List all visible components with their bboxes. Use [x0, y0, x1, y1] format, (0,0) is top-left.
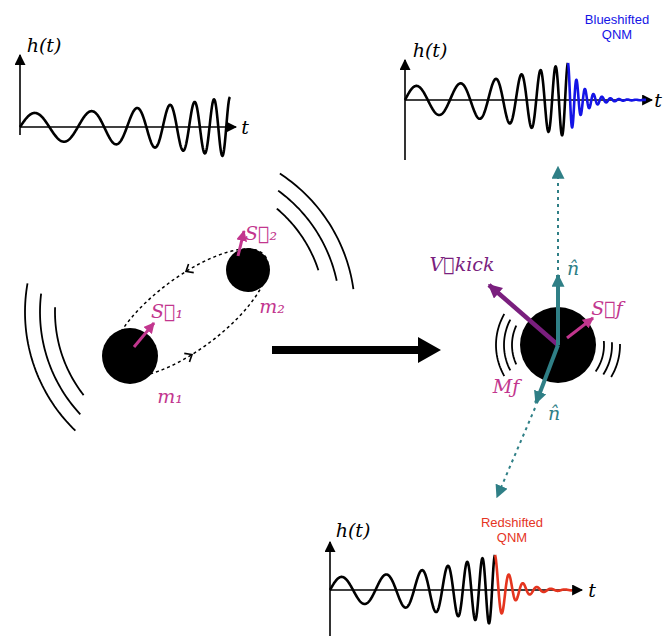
- blueshifted-ringdown: [568, 63, 646, 127]
- inspiral-waveform: [405, 63, 568, 135]
- spin-label: S⃗₂: [245, 223, 277, 244]
- axis-label: h(t): [27, 35, 62, 56]
- orbit-direction: [184, 350, 194, 362]
- black-hole-shape: [520, 307, 596, 383]
- gw-wavefront: [25, 283, 75, 430]
- direction-vector: [556, 275, 560, 345]
- ringdown-wavefront: [611, 344, 620, 377]
- kick-label: V⃗kick: [430, 254, 495, 275]
- black-hole-shape: [226, 248, 270, 292]
- primary-black-hole: m₁: [102, 328, 158, 384]
- axis-label: t: [241, 117, 249, 138]
- ringdown-wavefront: [496, 314, 504, 376]
- direction-label: n̂: [567, 258, 579, 279]
- axis-label: t: [588, 580, 596, 601]
- ringdown-label: Blueshifted QNM: [573, 13, 661, 43]
- spin-vector: [134, 323, 154, 347]
- axis-label: t: [654, 90, 662, 111]
- inspiral-waveform: [20, 97, 230, 156]
- orbit-direction: [183, 264, 193, 276]
- ringdown-label: Redshifted QNM: [470, 516, 554, 546]
- mass-label: m₂: [259, 296, 285, 317]
- gw-wavefront: [277, 209, 319, 271]
- transition-arrow: [272, 337, 441, 363]
- line-of-sight: [557, 167, 559, 270]
- strain-axis: [404, 60, 406, 160]
- redshifted-ringdown: [495, 555, 572, 613]
- line-of-sight: [497, 408, 535, 497]
- strain-axis: [19, 55, 21, 135]
- spin-label: S⃗f: [591, 298, 622, 319]
- black-hole-shape: [102, 328, 158, 384]
- gw-wavefront: [280, 174, 354, 289]
- spin-vector: [238, 231, 244, 256]
- event-horizon: [226, 248, 270, 292]
- mass-label: Mƒ: [493, 376, 520, 397]
- mass-label: m₁: [157, 386, 183, 407]
- kick-vector: [489, 285, 558, 345]
- ringdown-wavefront: [512, 326, 516, 365]
- axis-label: h(t): [413, 40, 448, 61]
- ringdown-wavefront: [603, 342, 612, 374]
- axis-label: h(t): [336, 520, 371, 541]
- spin-vector: [567, 318, 593, 338]
- gw-wavefront: [55, 307, 84, 395]
- direction-label: n̂: [548, 403, 560, 424]
- gw-wavefront: [40, 294, 80, 415]
- time-axis: [330, 589, 582, 591]
- direction-vector: [536, 345, 558, 403]
- spin-label: S⃗₁: [151, 301, 183, 322]
- remnant-black-hole: Mƒ: [520, 307, 596, 383]
- gw-wavefront: [278, 191, 337, 281]
- ringdown-wavefront: [504, 320, 510, 371]
- inspiral-waveform: [330, 555, 495, 623]
- ringdown-wavefront: [596, 341, 604, 371]
- event-horizon: [102, 328, 158, 384]
- secondary-black-hole: m₂: [226, 248, 270, 292]
